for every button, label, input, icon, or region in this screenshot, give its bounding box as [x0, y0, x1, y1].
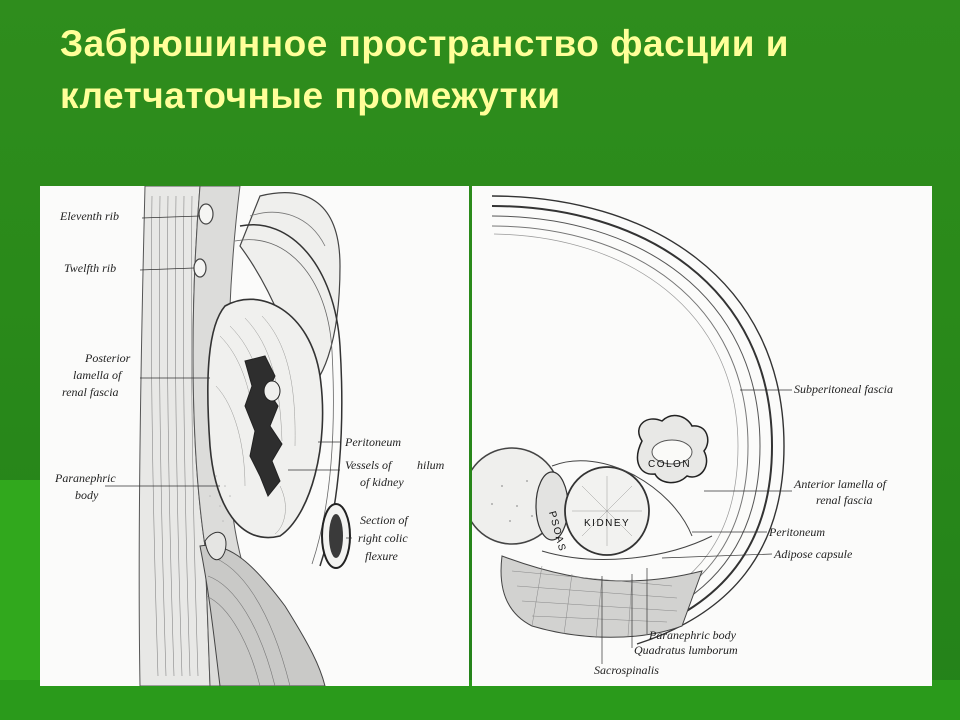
label-vessels-1: Vessels of — [345, 458, 393, 472]
label-posterior-lamella-2: lamella of — [73, 368, 123, 382]
label-section-3: flexure — [365, 549, 399, 563]
label-section-1: Section of — [360, 513, 409, 527]
label-paranephric-body: Paranephric body — [648, 628, 737, 642]
label-sacrospinalis: Sacrospinalis — [594, 663, 659, 677]
label-posterior-lamella-1: Posterior — [84, 351, 131, 365]
sagittal-illustration: Eleventh rib Twelfth rib Posterior lamel… — [54, 186, 445, 686]
subperitoneal-fascia-line — [493, 233, 739, 617]
label-twelfth-rib: Twelfth rib — [64, 261, 116, 275]
sagittal-section-figure: Eleventh rib Twelfth rib Posterior lamel… — [40, 186, 469, 686]
label-section-2: right colic — [358, 531, 408, 545]
label-vessels-hilum: hilum — [417, 458, 445, 472]
eleventh-rib-shape — [198, 203, 214, 225]
label-paranephric-1: Paranephric — [54, 471, 116, 485]
transverse-section-figure: COLON KIDNEY PSOAS Subperitoneal fascia … — [472, 186, 932, 686]
twelfth-rib-shape — [193, 258, 207, 278]
label-paranephric-2: body — [75, 488, 99, 502]
organ-label-colon: COLON — [648, 459, 691, 470]
slide-title: Забрюшинное пространство фасции и клетча… — [60, 23, 789, 116]
organ-label-kidney: KIDNEY — [584, 518, 630, 529]
label-eleventh-rib: Eleventh rib — [59, 209, 119, 223]
label-subperitoneal-fascia: Subperitoneal fascia — [794, 382, 893, 396]
label-quadratus-lumborum: Quadratus lumborum — [634, 643, 738, 657]
label-anterior-lamella-2: renal fascia — [816, 493, 873, 507]
label-anterior-lamella-1: Anterior lamella of — [793, 477, 888, 491]
label-adipose-capsule: Adipose capsule — [773, 547, 853, 561]
label-vessels-2: of kidney — [360, 475, 404, 489]
decorative-bottom-band — [0, 680, 960, 720]
transverse-illustration: COLON KIDNEY PSOAS Subperitoneal fascia … — [472, 195, 893, 677]
label-posterior-lamella-3: renal fascia — [62, 385, 119, 399]
label-peritoneum: Peritoneum — [344, 435, 401, 449]
label-peritoneum-right: Peritoneum — [768, 525, 825, 539]
